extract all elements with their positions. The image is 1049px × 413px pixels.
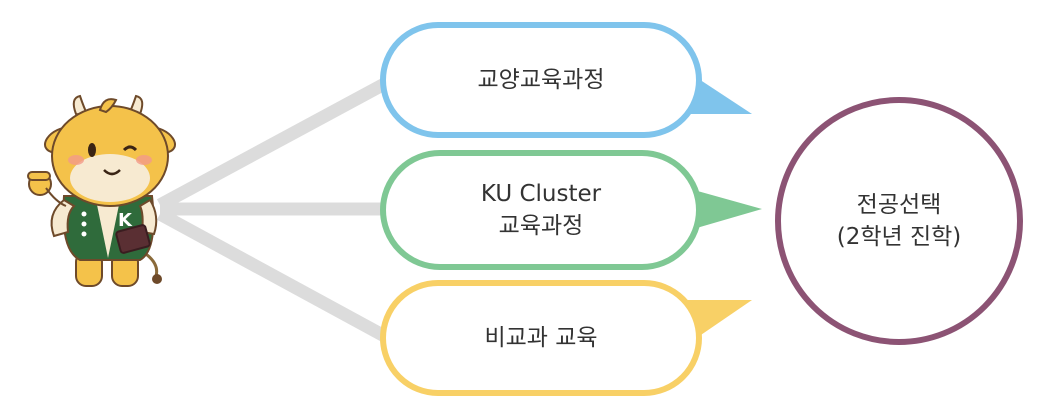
ku-cow-mascot-icon: K — [27, 94, 176, 287]
bubble-compare-label: 비교과 교육 — [386, 286, 696, 390]
bubble-general-shape — [380, 22, 702, 138]
major-selection-text-line2: (2학년 진학) — [836, 224, 962, 250]
bubble-cluster-label: KU Cluster 교육과정 — [386, 156, 696, 264]
connector-lines — [156, 76, 392, 344]
ku-cluster-text-line1: KU Cluster — [480, 181, 602, 207]
bubble-cluster — [380, 150, 762, 270]
bubble-general — [380, 22, 752, 138]
bubble-compare-shape — [380, 280, 702, 396]
bubble-cluster-shape — [380, 150, 702, 270]
major-selection-label: 전공선택 (2학년 진학) — [780, 118, 1018, 324]
connector-compare — [156, 208, 392, 344]
bubble-compare — [380, 280, 752, 396]
major-selection-circle — [775, 97, 1023, 345]
connector-general — [156, 76, 392, 211]
svg-text:K: K — [118, 210, 133, 231]
bubble-general-label: 교양교육과정 — [386, 28, 696, 132]
ku-cluster-text-line2: 교육과정 — [498, 213, 584, 239]
extracurricular-text: 비교과 교육 — [484, 325, 598, 351]
major-selection-text-line1: 전공선택 — [856, 192, 942, 218]
general-education-text: 교양교육과정 — [477, 67, 605, 93]
